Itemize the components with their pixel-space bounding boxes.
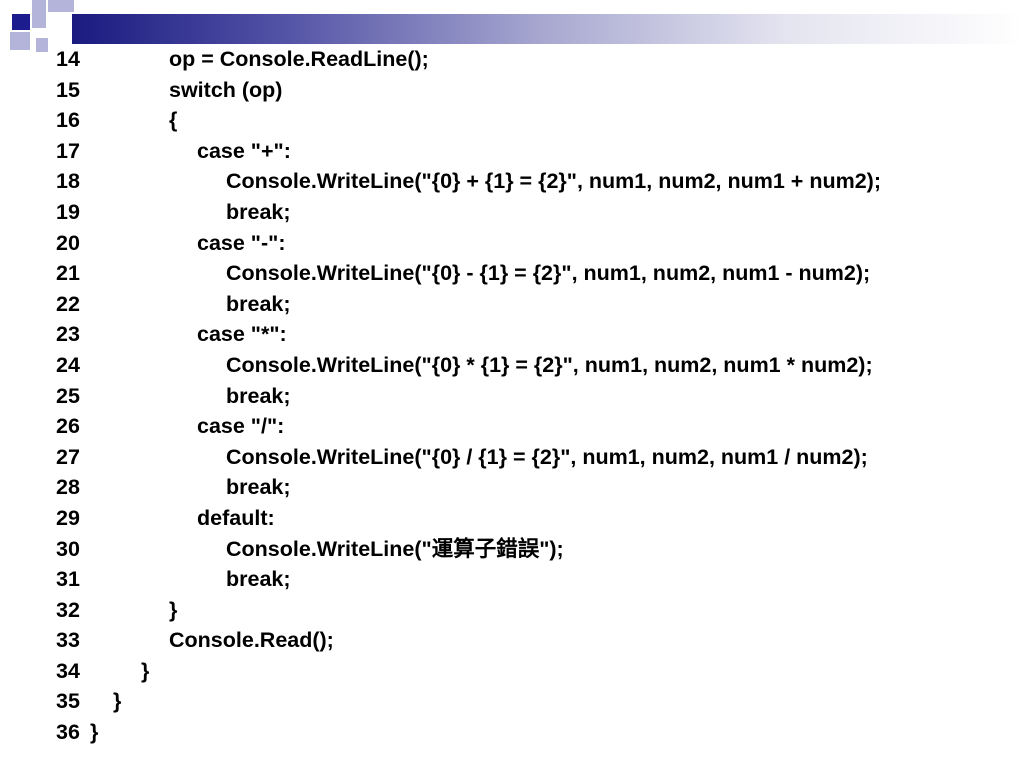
line-number: 28 <box>56 475 80 500</box>
code-line: 23 case "*": <box>0 319 1024 350</box>
code-text: } <box>113 689 122 714</box>
line-number: 24 <box>56 352 80 377</box>
line-number: 23 <box>56 322 80 347</box>
code-line: 29 default: <box>0 503 1024 534</box>
line-number: 27 <box>56 444 80 469</box>
header-square-light <box>48 0 74 12</box>
header-square-light-small <box>36 38 48 52</box>
code-text: } <box>169 597 178 622</box>
line-number: 15 <box>56 77 80 102</box>
header-square-light-left <box>10 32 30 50</box>
line-number: 25 <box>56 383 80 408</box>
code-text: break; <box>226 199 291 224</box>
code-text: Console.WriteLine("{0} - {1} = {2}", num… <box>226 261 871 286</box>
line-number: 22 <box>56 291 80 316</box>
line-number: 34 <box>56 658 80 683</box>
line-number: 35 <box>56 689 80 714</box>
line-number: 19 <box>56 199 80 224</box>
code-line: 36} <box>0 717 1024 748</box>
code-text: break; <box>226 567 291 592</box>
code-line: 20 case "-": <box>0 228 1024 259</box>
code-line: 25 break; <box>0 381 1024 412</box>
code-line: 33 Console.Read(); <box>0 625 1024 656</box>
line-number: 21 <box>56 261 80 286</box>
code-text: break; <box>226 291 291 316</box>
code-text: case "-": <box>197 230 286 255</box>
line-number: 16 <box>56 108 80 133</box>
code-text: break; <box>226 383 291 408</box>
code-text: } <box>141 658 150 683</box>
code-text: break; <box>226 475 291 500</box>
line-number: 36 <box>56 720 80 745</box>
line-number: 33 <box>56 628 80 653</box>
code-line: 22 break; <box>0 289 1024 320</box>
code-text: default: <box>197 505 275 530</box>
code-line: 17 case "+": <box>0 136 1024 167</box>
header-square-dark <box>12 14 30 30</box>
line-number: 26 <box>56 414 80 439</box>
line-number: 17 <box>56 138 80 163</box>
code-line: 19 break; <box>0 197 1024 228</box>
code-text: Console.WriteLine("運算子錯誤"); <box>226 536 564 561</box>
code-line: 30 Console.WriteLine("運算子錯誤"); <box>0 534 1024 565</box>
code-line: 15 switch (op) <box>0 75 1024 106</box>
code-text: case "*": <box>197 322 287 347</box>
code-text: { <box>169 108 178 133</box>
code-text: Console.WriteLine("{0} * {1} = {2}", num… <box>226 352 873 377</box>
code-text: case "/": <box>197 414 285 439</box>
code-line: 14 op = Console.ReadLine(); <box>0 44 1024 75</box>
code-text: Console.WriteLine("{0} + {1} = {2}", num… <box>226 169 881 194</box>
line-number: 14 <box>56 47 80 71</box>
line-number: 32 <box>56 597 80 622</box>
code-line: 28 break; <box>0 472 1024 503</box>
code-line: 18 Console.WriteLine("{0} + {1} = {2}", n… <box>0 166 1024 197</box>
code-text: } <box>90 720 99 745</box>
code-line: 31 break; <box>0 564 1024 595</box>
header-square-light-top <box>32 0 46 28</box>
header-gradient-bar <box>72 14 1024 44</box>
code-line: 21 Console.WriteLine("{0} - {1} = {2}", n… <box>0 258 1024 289</box>
line-number: 20 <box>56 230 80 255</box>
code-text: Console.WriteLine("{0} / {1} = {2}", num… <box>226 444 868 469</box>
code-line: 35} <box>0 686 1024 717</box>
code-line: 26 case "/": <box>0 411 1024 442</box>
line-number: 30 <box>56 536 80 561</box>
code-line: 34} <box>0 656 1024 687</box>
line-number: 29 <box>56 505 80 530</box>
code-line: 24 Console.WriteLine("{0} * {1} = {2}", n… <box>0 350 1024 381</box>
line-number: 31 <box>56 567 80 592</box>
line-number: 18 <box>56 169 80 194</box>
code-text: op = Console.ReadLine(); <box>169 47 429 71</box>
code-line: 32} <box>0 595 1024 626</box>
code-text: case "+": <box>197 138 291 163</box>
code-line: 16 { <box>0 105 1024 136</box>
code-line: 27 Console.WriteLine("{0} / {1} = {2}", n… <box>0 442 1024 473</box>
code-text: switch (op) <box>169 77 283 102</box>
code-text: Console.Read(); <box>169 628 334 653</box>
